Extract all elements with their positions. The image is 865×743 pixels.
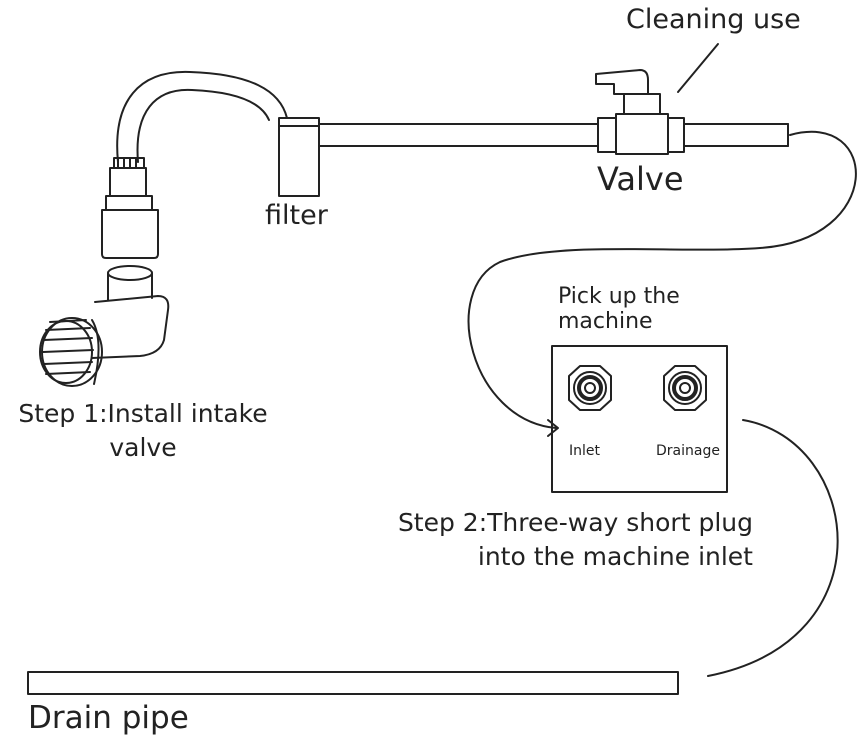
machine-panel <box>551 345 728 493</box>
pick-up-line-2: machine <box>558 309 653 335</box>
drain-pipe <box>27 671 679 695</box>
step1-line-1: Step 1:Install intake <box>18 399 268 428</box>
inlet-port-label: Inlet <box>569 443 600 459</box>
pick-up-line-1: Pick up the <box>558 284 680 309</box>
three-way-valve <box>595 69 685 155</box>
cleaning-use-label: Cleaning use <box>626 4 801 35</box>
pick-up-machine-label: Pick up the machine <box>558 284 680 335</box>
drain-tube <box>707 419 839 677</box>
intake-hose <box>116 70 288 163</box>
step1-label: Step 1:Install intake valve <box>8 397 278 465</box>
filter-label: filter <box>265 200 328 231</box>
main-pipe <box>318 123 789 147</box>
valve-label: Valve <box>597 160 684 198</box>
supply-tube <box>467 130 857 429</box>
step2-line-2: into the machine inlet <box>477 541 753 571</box>
step2-line-1: Step 2:Three-way short plug <box>397 508 753 537</box>
hose-fitting <box>101 157 159 259</box>
intake-valve <box>39 265 170 387</box>
drain-pipe-label: Drain pipe <box>28 700 189 736</box>
filter-housing <box>278 117 320 197</box>
drainage-port-label: Drainage <box>656 443 720 459</box>
step1-line-2: valve <box>109 432 177 462</box>
step2-label: Step 2:Three-way short plug into the mac… <box>368 506 753 574</box>
cleaning-use-leader <box>677 43 719 93</box>
